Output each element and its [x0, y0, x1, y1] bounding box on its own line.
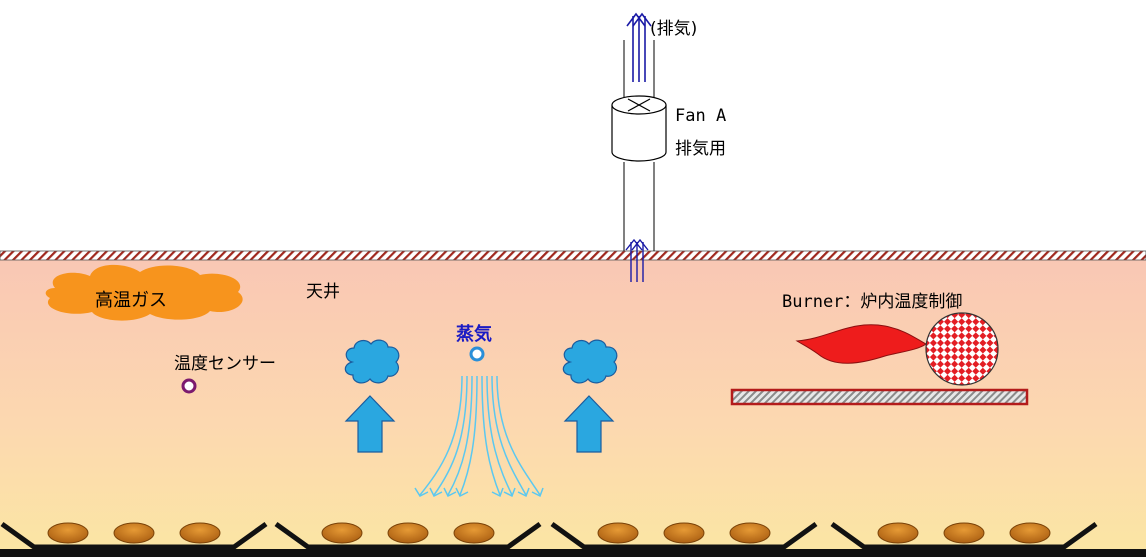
steam-label: 蒸気 — [456, 324, 492, 345]
ceiling-exhaust-arrow-icon — [625, 238, 649, 282]
conveyor-tray — [0, 521, 268, 550]
ceiling-wall — [0, 250, 1146, 261]
up-arrow-icon — [344, 395, 396, 453]
fan-name-label: Fan A — [675, 106, 727, 126]
conveyor — [0, 521, 1146, 557]
temp-sensor-label: 温度センサー — [174, 354, 276, 374]
burner-head-icon — [925, 312, 999, 386]
product-item — [47, 522, 89, 544]
product-item — [387, 522, 429, 544]
up-arrow-icon — [563, 395, 615, 453]
product-item — [1009, 522, 1051, 544]
fan-purpose-label: 排気用 — [675, 139, 726, 159]
steam-nozzle-icon — [469, 346, 485, 362]
ceiling-label: 天井 — [306, 282, 340, 302]
product-item — [663, 522, 705, 544]
hot-gas-cloud-icon — [45, 264, 243, 321]
product-item — [321, 522, 363, 544]
exhaust-label: (排気) — [650, 19, 698, 39]
exhaust-arrow-icon — [626, 12, 652, 82]
product-item — [943, 522, 985, 544]
hot-gas-label: 高温ガス — [95, 290, 167, 311]
product-item — [113, 522, 155, 544]
product-item — [453, 522, 495, 544]
exhaust-duct — [623, 40, 655, 251]
product-item — [877, 522, 919, 544]
sensor-icon — [181, 378, 197, 394]
flame-icon — [795, 324, 927, 364]
steam-flow-lines — [414, 375, 544, 498]
burner-label: Burner：炉内温度制御 — [782, 292, 963, 312]
conveyor-belt — [0, 549, 1146, 557]
conveyor-tray — [830, 521, 1098, 550]
conveyor-tray — [274, 521, 542, 550]
burner-platform — [730, 388, 1029, 406]
product-item — [597, 522, 639, 544]
product-item — [179, 522, 221, 544]
fan-icon — [611, 95, 667, 162]
product-item — [729, 522, 771, 544]
conveyor-tray — [550, 521, 818, 550]
